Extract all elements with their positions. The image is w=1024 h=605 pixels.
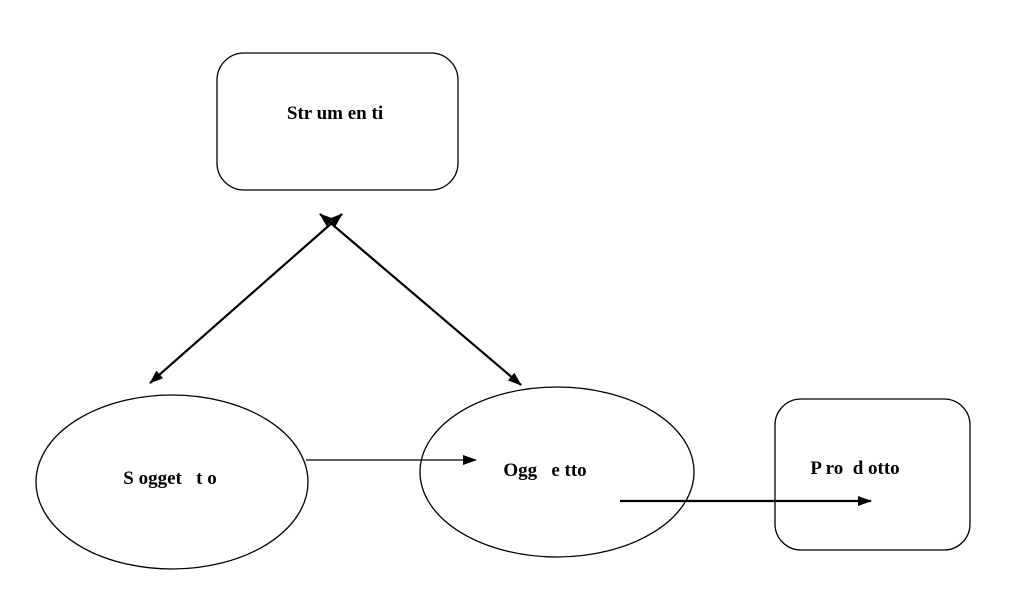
node-strumenti-label: Str um en ti — [287, 103, 383, 124]
edge-strumenti-soggetto — [149, 213, 343, 384]
node-oggetto-label: Ogg e tto — [503, 460, 586, 481]
node-prodotto: P ro d otto — [774, 398, 971, 551]
node-soggetto-label: S ogget t o — [123, 468, 216, 489]
node-oggetto: Ogg e tto — [419, 386, 695, 558]
node-prodotto-label: P ro d otto — [810, 458, 899, 479]
node-strumenti: Str um en ti — [216, 52, 459, 191]
node-soggetto: S ogget t o — [35, 394, 309, 570]
edge-strumenti-oggetto — [319, 213, 522, 386]
